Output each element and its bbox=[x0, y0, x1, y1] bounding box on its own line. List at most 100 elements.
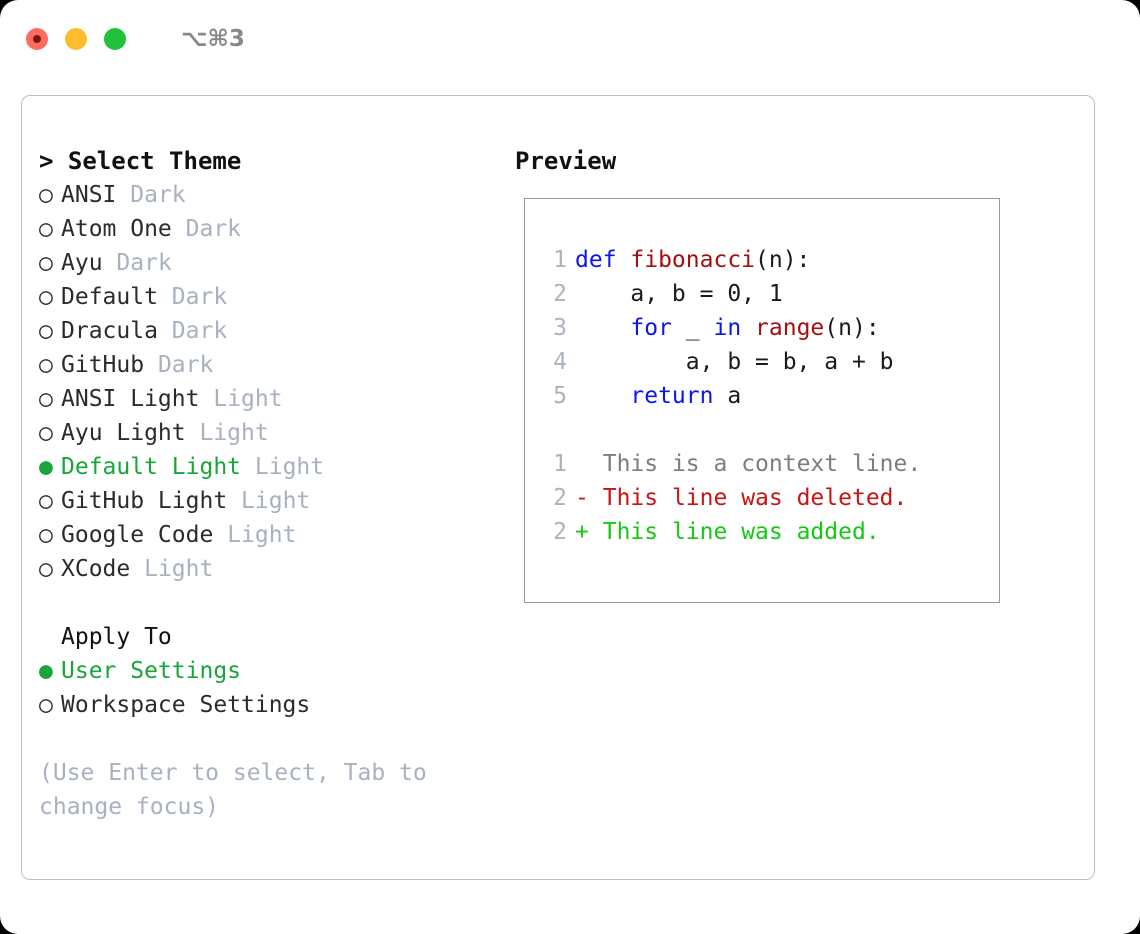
theme-list-item[interactable]: ○ Ayu Dark bbox=[39, 246, 502, 280]
theme-name: ANSI bbox=[61, 182, 117, 208]
code-token: (n): bbox=[755, 247, 811, 273]
theme-name: Dracula bbox=[61, 318, 158, 344]
theme-list-item[interactable]: ○ANSI Light Light bbox=[39, 382, 502, 416]
zoom-button[interactable] bbox=[104, 28, 126, 50]
radio-icon: ○ bbox=[39, 352, 53, 378]
spacer: ○ bbox=[39, 620, 61, 654]
radio-icon: ○ bbox=[39, 250, 53, 276]
diff-text: This line was added. bbox=[602, 519, 880, 545]
line-number: 2 bbox=[553, 485, 567, 511]
theme-category: Dark bbox=[171, 284, 228, 310]
close-button[interactable] bbox=[26, 28, 48, 50]
radio-icon: ○ bbox=[39, 522, 53, 548]
code-token bbox=[741, 315, 755, 341]
line-number: 2 bbox=[553, 281, 567, 307]
line-number: 3 bbox=[553, 315, 567, 341]
code-token: for bbox=[630, 315, 672, 341]
radio-icon: ○ bbox=[39, 318, 53, 344]
radio-icon: ○ bbox=[39, 284, 53, 310]
theme-name: Ayu bbox=[61, 250, 103, 276]
spacer bbox=[543, 413, 999, 447]
radio-icon: ○ bbox=[39, 216, 53, 242]
code-token: _ bbox=[671, 315, 714, 341]
title-bar: ⌥⌘3 bbox=[0, 0, 1140, 78]
keyboard-hint-text: (Use Enter to select, Tab to change focu… bbox=[39, 760, 427, 820]
diff-sign: + bbox=[575, 519, 589, 545]
theme-list-item-selected[interactable]: ● Default Light Light bbox=[39, 450, 502, 484]
apply-to-label: User Settings bbox=[61, 658, 242, 684]
theme-category: Dark bbox=[130, 182, 186, 208]
diff-line-context: 1 This is a context line. bbox=[543, 447, 999, 481]
theme-list-item[interactable]: ○GitHub Light Light bbox=[39, 484, 502, 518]
theme-picker-column: > Select Theme ○ ANSI Dark ○ Atom One Dark… bbox=[22, 144, 502, 879]
preview-title: Preview bbox=[515, 147, 617, 175]
theme-list-item[interactable]: ○Google Code Light bbox=[39, 518, 502, 552]
code-token: (n): bbox=[824, 315, 880, 341]
code-line: 5 return a bbox=[543, 379, 999, 413]
diff-text: This is a context line. bbox=[602, 451, 922, 477]
radio-icon: ○ bbox=[39, 182, 53, 208]
apply-to-title: Apply To bbox=[61, 624, 172, 650]
theme-list-item[interactable]: ○ XCode Light bbox=[39, 552, 502, 586]
theme-name: ANSI Light bbox=[61, 386, 200, 412]
line-number: 5 bbox=[553, 383, 567, 409]
theme-category: Dark bbox=[116, 250, 172, 276]
radio-icon: ○ bbox=[39, 556, 53, 582]
select-theme-header: > Select Theme bbox=[39, 144, 502, 178]
theme-name: Default Light bbox=[61, 454, 242, 480]
prompt-marker-icon: > bbox=[39, 147, 54, 175]
theme-category: Light bbox=[199, 420, 269, 446]
theme-list-item[interactable]: ○ Atom One Dark bbox=[39, 212, 502, 246]
diff-block: 1 This is a context line. 2- This line w… bbox=[543, 447, 999, 549]
theme-name: Atom One bbox=[61, 216, 172, 242]
code-token: a, b = b, a + b bbox=[575, 349, 894, 375]
radio-selected-icon: ● bbox=[39, 658, 53, 684]
line-number: 1 bbox=[553, 451, 567, 477]
diff-line-deleted: 2- This line was deleted. bbox=[543, 481, 999, 515]
code-token bbox=[575, 383, 630, 409]
diff-sign: - bbox=[575, 485, 589, 511]
theme-category: Dark bbox=[185, 216, 242, 242]
theme-name: Ayu Light bbox=[61, 420, 186, 446]
theme-list-item[interactable]: ○GitHub Dark bbox=[39, 348, 502, 382]
theme-category: Light bbox=[254, 454, 325, 480]
theme-list-item[interactable]: ○ ANSI Dark bbox=[39, 178, 502, 212]
code-line: 4 a, b = b, a + b bbox=[543, 345, 999, 379]
radio-selected-icon: ● bbox=[39, 454, 53, 480]
code-token: fibonacci bbox=[630, 247, 756, 273]
theme-category: Light bbox=[144, 556, 214, 582]
diff-text: This line was deleted. bbox=[602, 485, 908, 511]
theme-name: XCode bbox=[61, 556, 131, 582]
radio-icon: ○ bbox=[39, 692, 53, 718]
theme-name: GitHub Light bbox=[61, 488, 228, 514]
theme-name: Google Code bbox=[61, 522, 214, 548]
minimize-button[interactable] bbox=[65, 28, 87, 50]
main-panel: > Select Theme ○ ANSI Dark ○ Atom One Dark… bbox=[21, 95, 1095, 880]
theme-list-item[interactable]: ○ Ayu Light Light bbox=[39, 416, 502, 450]
theme-category: Light bbox=[213, 386, 283, 412]
radio-icon: ○ bbox=[39, 488, 53, 514]
code-token: a bbox=[713, 383, 742, 409]
code-token bbox=[575, 315, 630, 341]
radio-icon: ○ bbox=[39, 420, 53, 446]
theme-name: GitHub bbox=[61, 352, 145, 378]
apply-to-header: ○Apply To bbox=[39, 620, 502, 654]
code-line: 3 for _ in range(n): bbox=[543, 311, 999, 345]
theme-list-item[interactable]: ○Dracula Dark bbox=[39, 314, 502, 348]
apply-to-option-workspace-settings[interactable]: ○Workspace Settings bbox=[39, 688, 502, 722]
theme-name: Default bbox=[61, 284, 158, 310]
code-token: in bbox=[713, 315, 742, 341]
apply-to-list: ● User Settings ○Workspace Settings bbox=[39, 654, 502, 722]
apply-to-option-user-settings[interactable]: ● User Settings bbox=[39, 654, 502, 688]
theme-list-item[interactable]: ○ Default Dark bbox=[39, 280, 502, 314]
diff-line-added: 2+ This line was added. bbox=[543, 515, 999, 549]
theme-list: ○ ANSI Dark ○ Atom One Dark ○ Ayu Dark ○ Def… bbox=[39, 178, 502, 586]
code-token: def bbox=[575, 247, 631, 273]
keyboard-shortcut-label: ⌥⌘3 bbox=[181, 26, 245, 52]
code-token: a, b = 0, 1 bbox=[575, 281, 783, 307]
